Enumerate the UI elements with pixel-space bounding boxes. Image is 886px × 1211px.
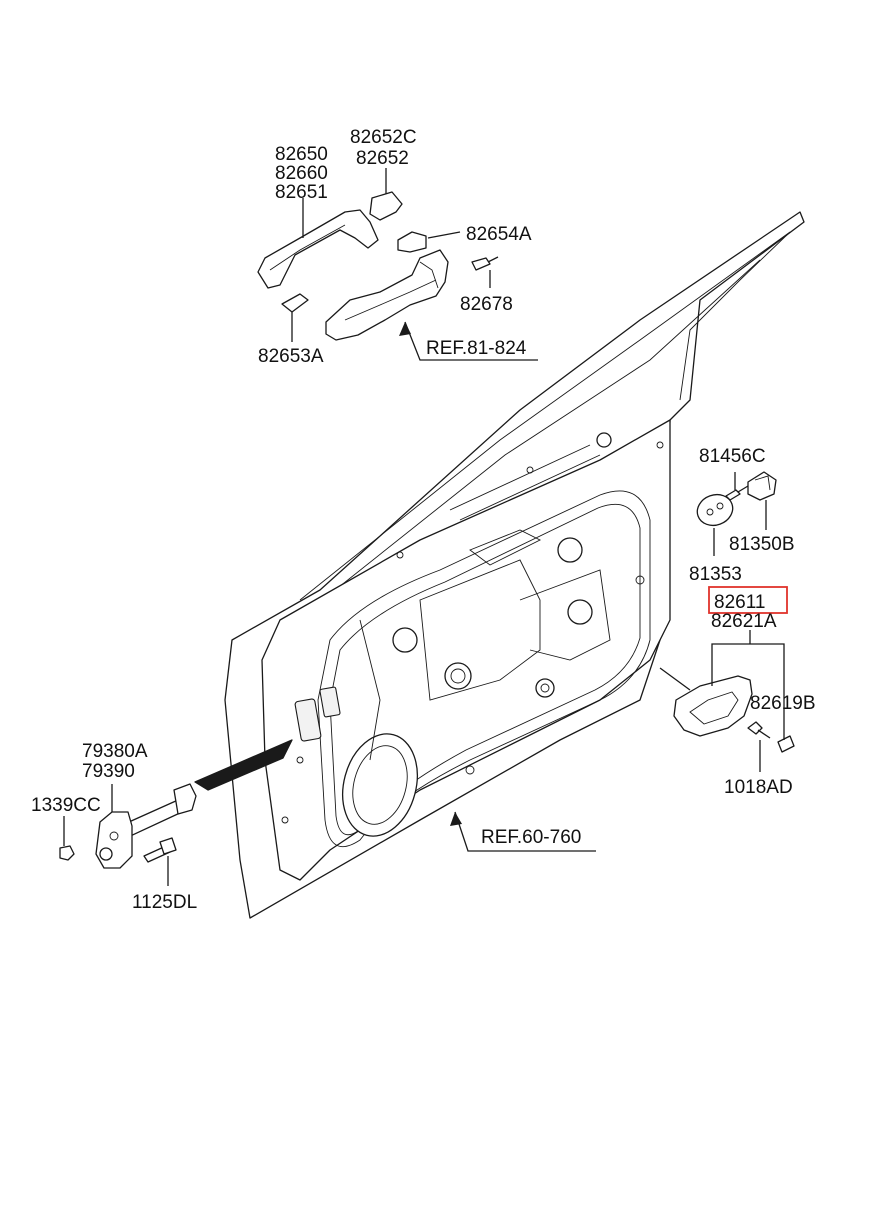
- striker-plate-part: [696, 493, 734, 527]
- label-1339cc[interactable]: 1339CC: [31, 795, 101, 816]
- inside-handle-cap-part: [777, 735, 795, 753]
- top-bolt-part: [471, 257, 491, 271]
- checker-nut-part: [59, 845, 75, 861]
- gasket-part: [397, 231, 427, 253]
- label-1125dl[interactable]: 1125DL: [132, 892, 197, 913]
- outside-handle-group: [257, 168, 538, 361]
- label-81353[interactable]: 81353: [689, 564, 742, 585]
- inside-handle-group: [659, 630, 795, 772]
- handle-carrier-part: [325, 249, 449, 341]
- label-82651[interactable]: 82651: [275, 182, 328, 203]
- outside-handle-part: [257, 209, 379, 289]
- front-door-panel: [194, 211, 805, 919]
- label-82653a[interactable]: 82653A: [258, 346, 324, 367]
- handle-cap-part: [369, 191, 403, 221]
- label-ref-81-824[interactable]: REF.81-824: [426, 338, 527, 359]
- inside-handle-bezel-part: [673, 675, 753, 737]
- striker-screw-part: [725, 489, 741, 501]
- handle-pad-part: [281, 293, 309, 313]
- inside-handle-screw-part: [747, 721, 763, 735]
- door-checker-group: [59, 783, 197, 886]
- label-82654a[interactable]: 82654A: [466, 224, 532, 245]
- label-82652[interactable]: 82652: [356, 148, 409, 169]
- label-79380a[interactable]: 79380A: [82, 741, 148, 762]
- label-82660[interactable]: 82660: [275, 163, 328, 184]
- label-81350b[interactable]: 81350B: [729, 534, 795, 555]
- label-82621a[interactable]: 82621A: [711, 611, 777, 632]
- part-labels: 82650 82660 82651 82652C 82652 82654A 82…: [31, 127, 816, 913]
- label-81456c[interactable]: 81456C: [699, 446, 766, 467]
- label-1018ad[interactable]: 1018AD: [724, 777, 793, 798]
- label-82619b[interactable]: 82619B: [750, 693, 816, 714]
- label-82652c[interactable]: 82652C: [350, 127, 417, 148]
- label-82650[interactable]: 82650: [275, 144, 328, 165]
- label-ref-60-760[interactable]: REF.60-760: [481, 827, 581, 848]
- label-82611[interactable]: 82611: [714, 592, 765, 613]
- striker-group: [696, 471, 777, 556]
- striker-part: [747, 471, 777, 501]
- label-82678[interactable]: 82678: [460, 294, 513, 315]
- label-79390[interactable]: 79390: [82, 761, 135, 782]
- ref-door-leader: [450, 811, 596, 852]
- highlight-box: [708, 586, 788, 614]
